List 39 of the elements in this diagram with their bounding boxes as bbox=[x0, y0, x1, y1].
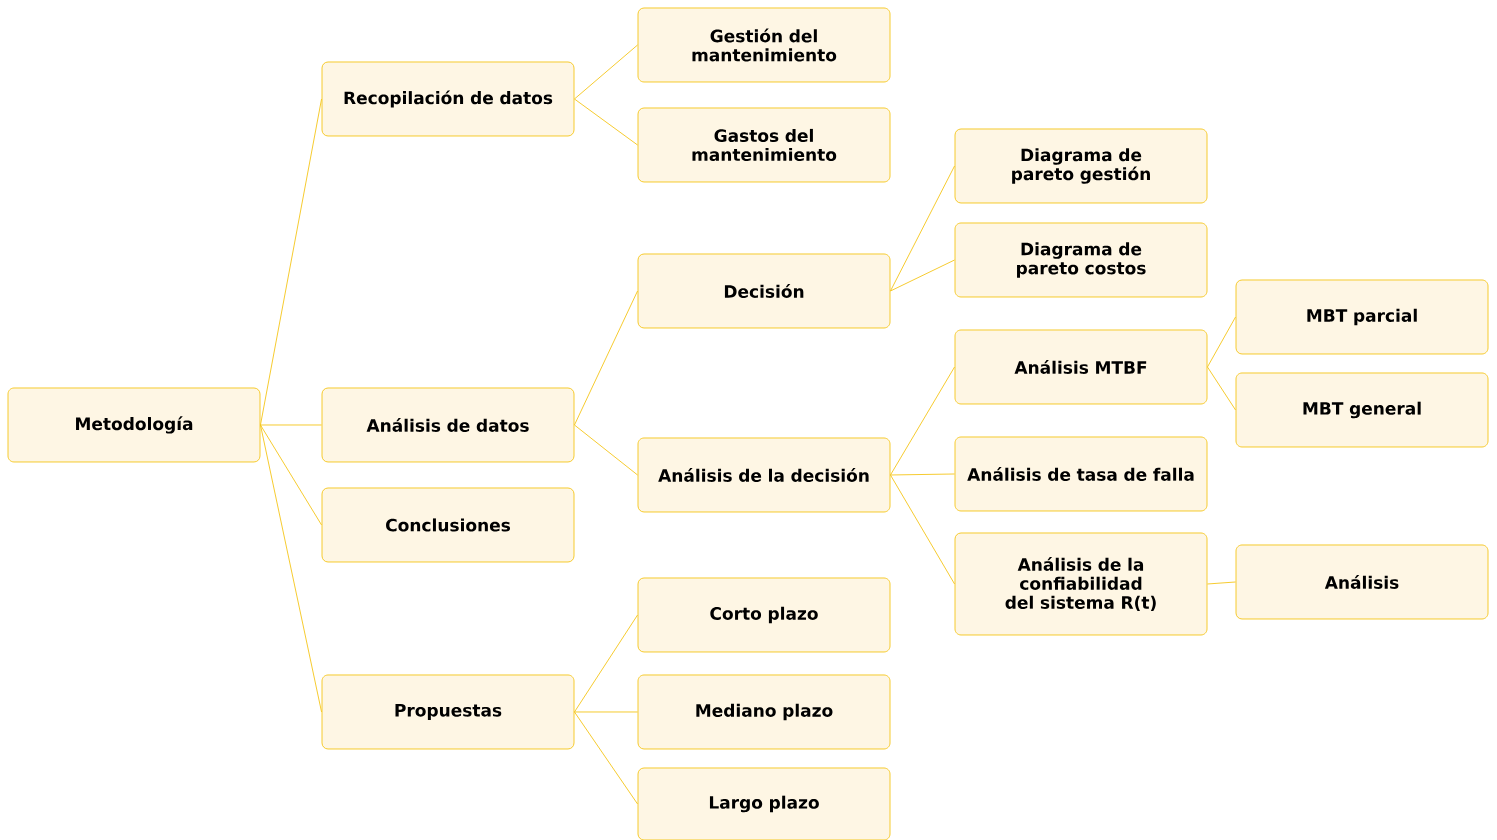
process-box: Diagrama de pareto costos bbox=[954, 222, 1208, 298]
connector-line bbox=[890, 165, 955, 292]
connector-line bbox=[574, 711, 638, 805]
process-box: Análisis de la decisión bbox=[637, 437, 891, 513]
process-box: Gastos del mantenimiento bbox=[637, 107, 891, 183]
connector-line bbox=[890, 474, 955, 585]
connector-line bbox=[260, 98, 322, 426]
connector-line bbox=[574, 290, 638, 426]
process-box: Largo plazo bbox=[637, 767, 891, 840]
process-box: Análisis de tasa de falla bbox=[954, 436, 1208, 512]
connector-line bbox=[260, 424, 322, 526]
connector-line bbox=[1207, 581, 1236, 585]
process-box: Propuestas bbox=[321, 674, 575, 750]
process-box: Decisión bbox=[637, 253, 891, 329]
connector-line bbox=[1207, 366, 1236, 411]
process-box: MBT general bbox=[1235, 372, 1489, 448]
process-box: Gestión del mantenimiento bbox=[637, 7, 891, 83]
connector-line bbox=[890, 366, 955, 476]
connector-line bbox=[574, 424, 638, 476]
connector-line bbox=[574, 614, 638, 713]
process-box: Diagrama de pareto gestión bbox=[954, 128, 1208, 204]
process-box: Corto plazo bbox=[637, 577, 891, 653]
process-box: Recopilación de datos bbox=[321, 61, 575, 137]
connector-line bbox=[574, 98, 638, 146]
connector-line bbox=[1207, 316, 1236, 368]
process-box: Análisis MTBF bbox=[954, 329, 1208, 405]
connector-line bbox=[574, 711, 638, 713]
process-box: MBT parcial bbox=[1235, 279, 1489, 355]
process-box: Conclusiones bbox=[321, 487, 575, 563]
process-box: Metodología bbox=[7, 387, 261, 463]
process-box: Análisis bbox=[1235, 544, 1489, 620]
connector-line bbox=[260, 424, 322, 713]
process-box: Análisis de la confiabilidad del sistema R(t) bbox=[954, 532, 1208, 636]
connector-line bbox=[890, 259, 955, 292]
connector-line bbox=[260, 424, 322, 426]
process-box: Análisis de datos bbox=[321, 387, 575, 463]
connector-line bbox=[574, 44, 638, 100]
process-box: Mediano plazo bbox=[637, 674, 891, 750]
connector-line bbox=[890, 473, 955, 476]
